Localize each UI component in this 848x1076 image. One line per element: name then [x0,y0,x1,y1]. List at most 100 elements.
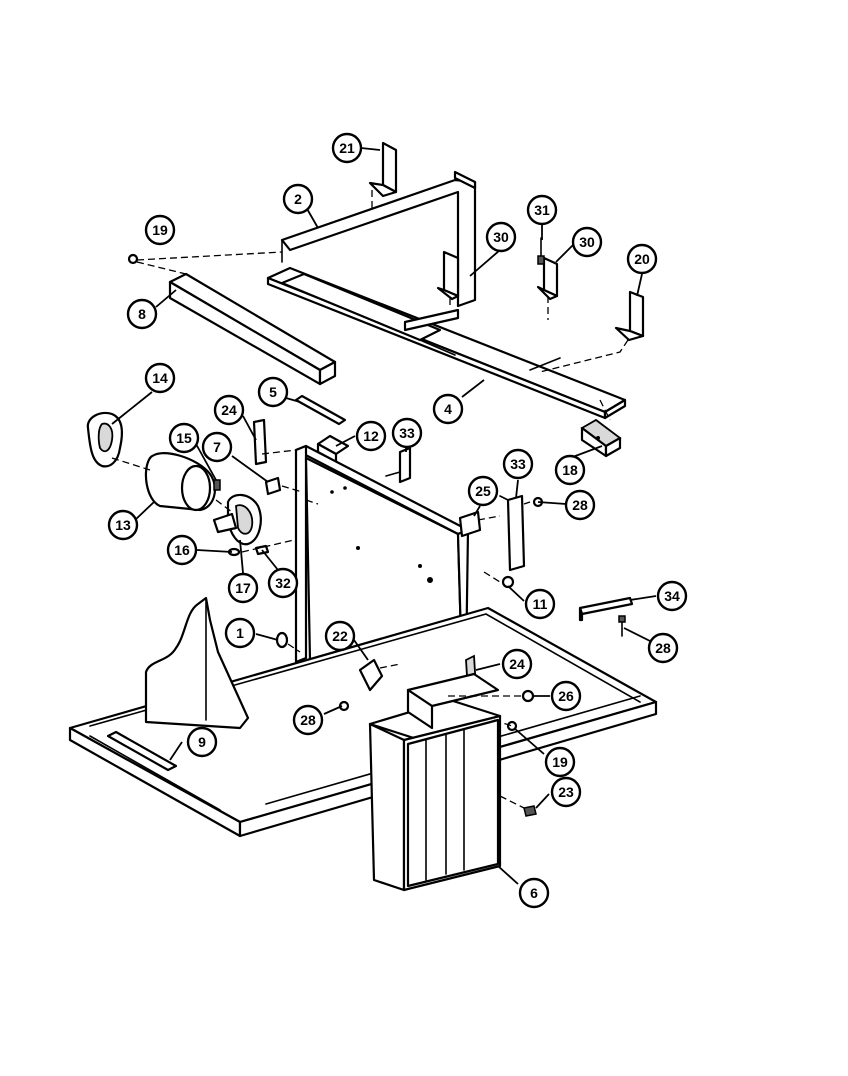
part-17-motor-mount [212,493,262,546]
callout-23[interactable]: 23 [550,776,582,808]
callout-14[interactable]: 14 [144,362,176,394]
part-24-bracket-upper [252,418,268,466]
svg-text:31: 31 [534,202,550,218]
part-4-top-channel [266,266,627,420]
part-11-nut [501,575,515,589]
callout-5[interactable]: 5 [257,376,289,408]
callout-9[interactable]: 9 [186,726,218,758]
callout-7[interactable]: 7 [201,431,233,463]
callout-28-upper[interactable]: 28 [564,489,596,521]
callout-30-right[interactable]: 30 [571,226,603,258]
svg-text:26: 26 [558,688,574,704]
callout-13[interactable]: 13 [107,509,139,541]
svg-text:34: 34 [664,588,680,604]
svg-text:23: 23 [558,784,574,800]
callout-20[interactable]: 20 [626,243,658,275]
callout-17[interactable]: 17 [227,572,259,604]
callout-15[interactable]: 15 [168,422,200,454]
callout-1[interactable]: 1 [224,617,256,649]
part-19-screw-upper [127,253,139,265]
callout-19-lower[interactable]: 19 [544,746,576,778]
part-33-bracket-right [499,494,526,572]
part-21-bracket [368,141,398,198]
part-6-box [368,672,502,892]
part-23-nut [523,805,537,817]
callout-21[interactable]: 21 [331,132,363,164]
callout-12[interactable]: 12 [355,420,387,452]
svg-text:20: 20 [634,251,650,267]
svg-text:32: 32 [275,575,291,591]
callout-31[interactable]: 31 [526,194,558,226]
callout-30-left[interactable]: 30 [485,221,517,253]
svg-text:17: 17 [235,580,251,596]
part-33-bracket-upper [385,446,412,484]
part-30-bracket-left [436,250,460,301]
svg-text:11: 11 [533,596,548,612]
callout-33-upper[interactable]: 33 [391,417,423,449]
callout-24-lower[interactable]: 24 [501,648,533,680]
callout-26[interactable]: 26 [550,680,582,712]
svg-text:28: 28 [572,497,588,513]
svg-text:19: 19 [152,222,168,238]
svg-text:30: 30 [493,229,509,245]
svg-text:28: 28 [300,712,316,728]
part-13-motor [144,452,217,512]
svg-text:19: 19 [552,754,568,770]
part-15-screw [213,479,221,491]
part-1-grommet [275,631,289,649]
part-20-bracket [614,290,645,342]
part-18-block [580,418,622,458]
svg-text:6: 6 [530,885,538,901]
svg-text:24: 24 [509,656,525,672]
svg-text:1: 1 [236,625,244,641]
part-2-rear-panel [280,170,477,308]
part-22-bracket [358,658,384,692]
part-14-housing [86,411,123,468]
svg-text:14: 14 [152,370,168,386]
part-28-screw-right [618,615,626,637]
callout-2[interactable]: 2 [282,183,314,215]
svg-text:25: 25 [475,483,491,499]
svg-text:5: 5 [269,384,277,400]
svg-text:2: 2 [294,191,302,207]
part-8-front-rail [168,272,337,386]
svg-text:7: 7 [213,439,221,455]
svg-text:22: 22 [332,628,348,644]
callout-28-lower[interactable]: 28 [292,704,324,736]
svg-text:18: 18 [562,462,578,478]
svg-text:15: 15 [176,430,192,446]
callout-19-upper[interactable]: 19 [144,214,176,246]
assembly-lines [111,190,629,809]
svg-text:13: 13 [115,517,131,533]
left-side-panel [144,596,250,730]
svg-text:24: 24 [221,402,237,418]
svg-text:16: 16 [174,542,190,558]
svg-text:21: 21 [339,140,355,156]
callout-32[interactable]: 32 [267,567,299,599]
svg-text:33: 33 [399,425,415,441]
part-30-bracket-right [536,256,559,301]
callout-24-upper[interactable]: 24 [213,394,245,426]
callout-4[interactable]: 4 [432,393,464,425]
callout-18[interactable]: 18 [554,454,586,486]
callout-25[interactable]: 25 [467,475,499,507]
callout-22[interactable]: 22 [324,620,356,652]
callout-33-right[interactable]: 33 [502,448,534,480]
part-34-bracket [578,596,634,622]
part-31-screw [537,237,545,265]
callout-8[interactable]: 8 [126,298,158,330]
svg-text:4: 4 [444,401,452,417]
part-25-bracket [458,510,482,538]
svg-text:30: 30 [579,234,595,250]
callout-34[interactable]: 34 [656,580,688,612]
svg-text:12: 12 [363,428,379,444]
callout-11[interactable]: 11 [524,588,556,620]
callout-28-right[interactable]: 28 [647,632,679,664]
callout-6[interactable]: 6 [518,877,550,909]
svg-text:28: 28 [655,640,671,656]
svg-text:33: 33 [510,456,526,472]
part-7-clip [264,476,282,496]
part-5-strip [294,394,347,426]
part-9-rail [106,730,178,772]
callout-16[interactable]: 16 [166,534,198,566]
